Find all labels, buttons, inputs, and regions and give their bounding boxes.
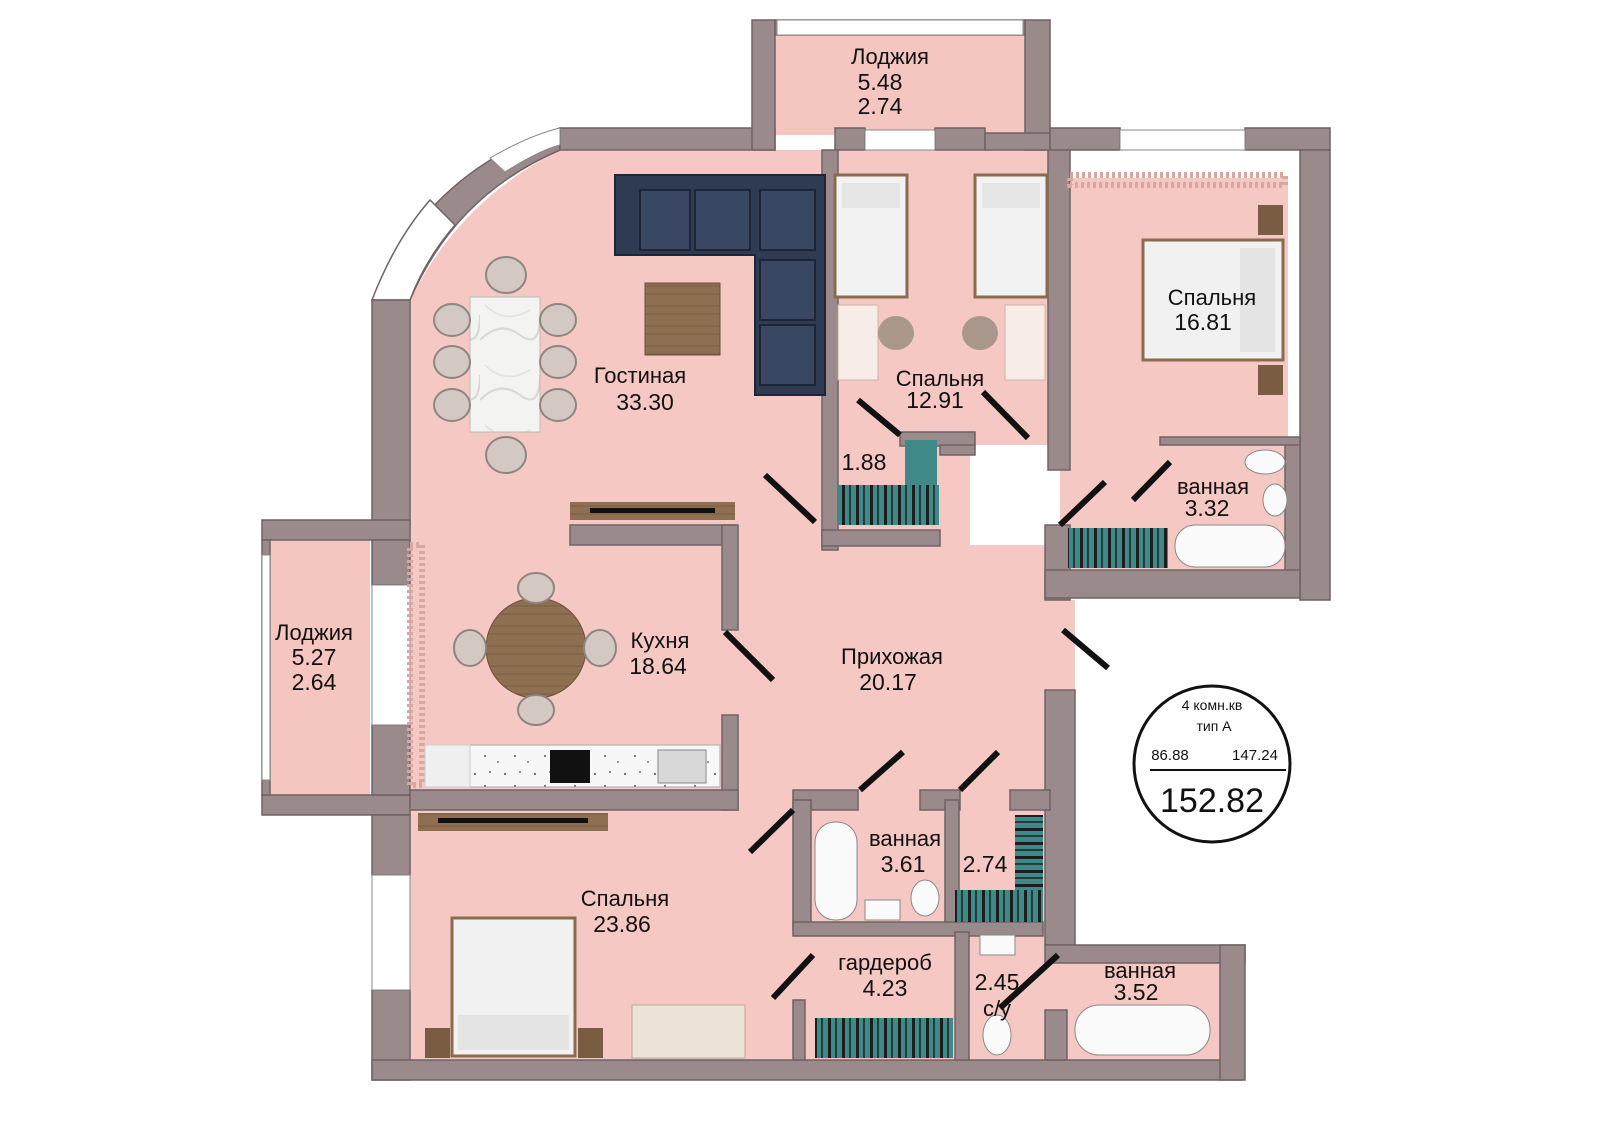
- bathtub-right: [1174, 524, 1286, 568]
- wardrobe-274: [955, 890, 1043, 922]
- badge-total: 152.82: [1160, 782, 1264, 820]
- kids-bedroom-name: Спальня: [896, 366, 984, 391]
- badge-right-value: 147.24: [1232, 747, 1278, 764]
- sink-wc: [979, 934, 1016, 956]
- badge-left-value: 86.88: [1151, 747, 1189, 764]
- doors: [722, 389, 1173, 1011]
- loggia-top-area: 5.48: [858, 69, 903, 95]
- floor-loggia-top: [775, 35, 1025, 135]
- wc-area: 2.45: [975, 969, 1020, 995]
- loggia-top-name: Лоджия: [851, 44, 929, 69]
- wardrobe-188: [837, 485, 939, 525]
- loggia-left-area2: 2.64: [292, 669, 337, 695]
- toilet-mid: [910, 879, 940, 917]
- walls: [261, 19, 1331, 1081]
- floor-loggia-left: [262, 540, 370, 795]
- wc-name: с/у: [983, 996, 1011, 1021]
- closet-mid-area: 2.74: [963, 851, 1008, 877]
- corner-sofa: [614, 174, 826, 396]
- bath-mid-name: ванная: [869, 826, 941, 851]
- bedroom-right-area: 16.81: [1174, 309, 1232, 335]
- bath-right-area: 3.32: [1185, 495, 1230, 521]
- toilet-right: [1244, 449, 1286, 475]
- badge-line2: тип А: [1196, 718, 1232, 734]
- windows: [261, 19, 1246, 991]
- bath-right-name: ванная: [1177, 474, 1249, 499]
- bath-right-shelf: [1068, 528, 1168, 568]
- bathtub-mid: [814, 821, 858, 921]
- hall-area: 20.17: [859, 669, 917, 695]
- dining-set: [433, 256, 577, 474]
- coffee-table: [644, 282, 721, 356]
- loggia-top-area2: 2.74: [858, 93, 903, 119]
- tv: [590, 508, 715, 513]
- bed-main: [425, 916, 603, 1058]
- bed-right: [1141, 205, 1285, 395]
- badge-line1: 4 комн.кв: [1182, 697, 1243, 713]
- sink-right: [1262, 483, 1288, 517]
- bedroom-right-name: Спальня: [1168, 285, 1256, 310]
- wardrobe-name: гардероб: [838, 950, 932, 975]
- bathtub-bottom: [1074, 1004, 1211, 1056]
- kitchen-area: 18.64: [629, 653, 687, 679]
- curtain: [407, 542, 425, 788]
- bath-bottom-area: 3.52: [1114, 979, 1159, 1005]
- bath-mid-area: 3.61: [881, 851, 926, 877]
- bedroom-main-name: Спальня: [581, 886, 669, 911]
- wardrobe-area: 4.23: [863, 975, 908, 1001]
- room-labels: Лоджия 5.48 2.74 Гостиная 33.30 Спальня …: [275, 44, 1256, 1021]
- toilet-wc: [982, 1014, 1012, 1056]
- wardrobe-423: [815, 1018, 953, 1058]
- tv-2: [438, 818, 588, 823]
- loggia-left-name: Лоджия: [275, 620, 353, 645]
- hall-name: Прихожая: [841, 644, 943, 669]
- apartment-badge: 4 комн.кв тип А 86.88 147.24 152.82: [1132, 684, 1292, 844]
- wardrobe-188-side: [905, 440, 937, 485]
- loggia-left-area: 5.27: [292, 644, 337, 670]
- wardrobe-274-side: [1015, 815, 1043, 890]
- bedroom-main-area: 23.86: [593, 911, 651, 937]
- kitchen-table: [453, 572, 617, 726]
- curtain-top: [1067, 172, 1288, 188]
- kids-beds: [833, 173, 1049, 381]
- armchair: [631, 1004, 746, 1059]
- bath-bottom-name: ванная: [1104, 958, 1176, 983]
- sink-mid: [864, 899, 901, 921]
- kids-bedroom-area: 12.91: [906, 387, 964, 413]
- living-area: 33.30: [616, 389, 674, 415]
- kitchen-name: Кухня: [631, 628, 690, 653]
- kitchen-counter: [424, 744, 721, 788]
- closet-small-area: 1.88: [842, 449, 887, 475]
- living-name: Гостиная: [594, 363, 686, 388]
